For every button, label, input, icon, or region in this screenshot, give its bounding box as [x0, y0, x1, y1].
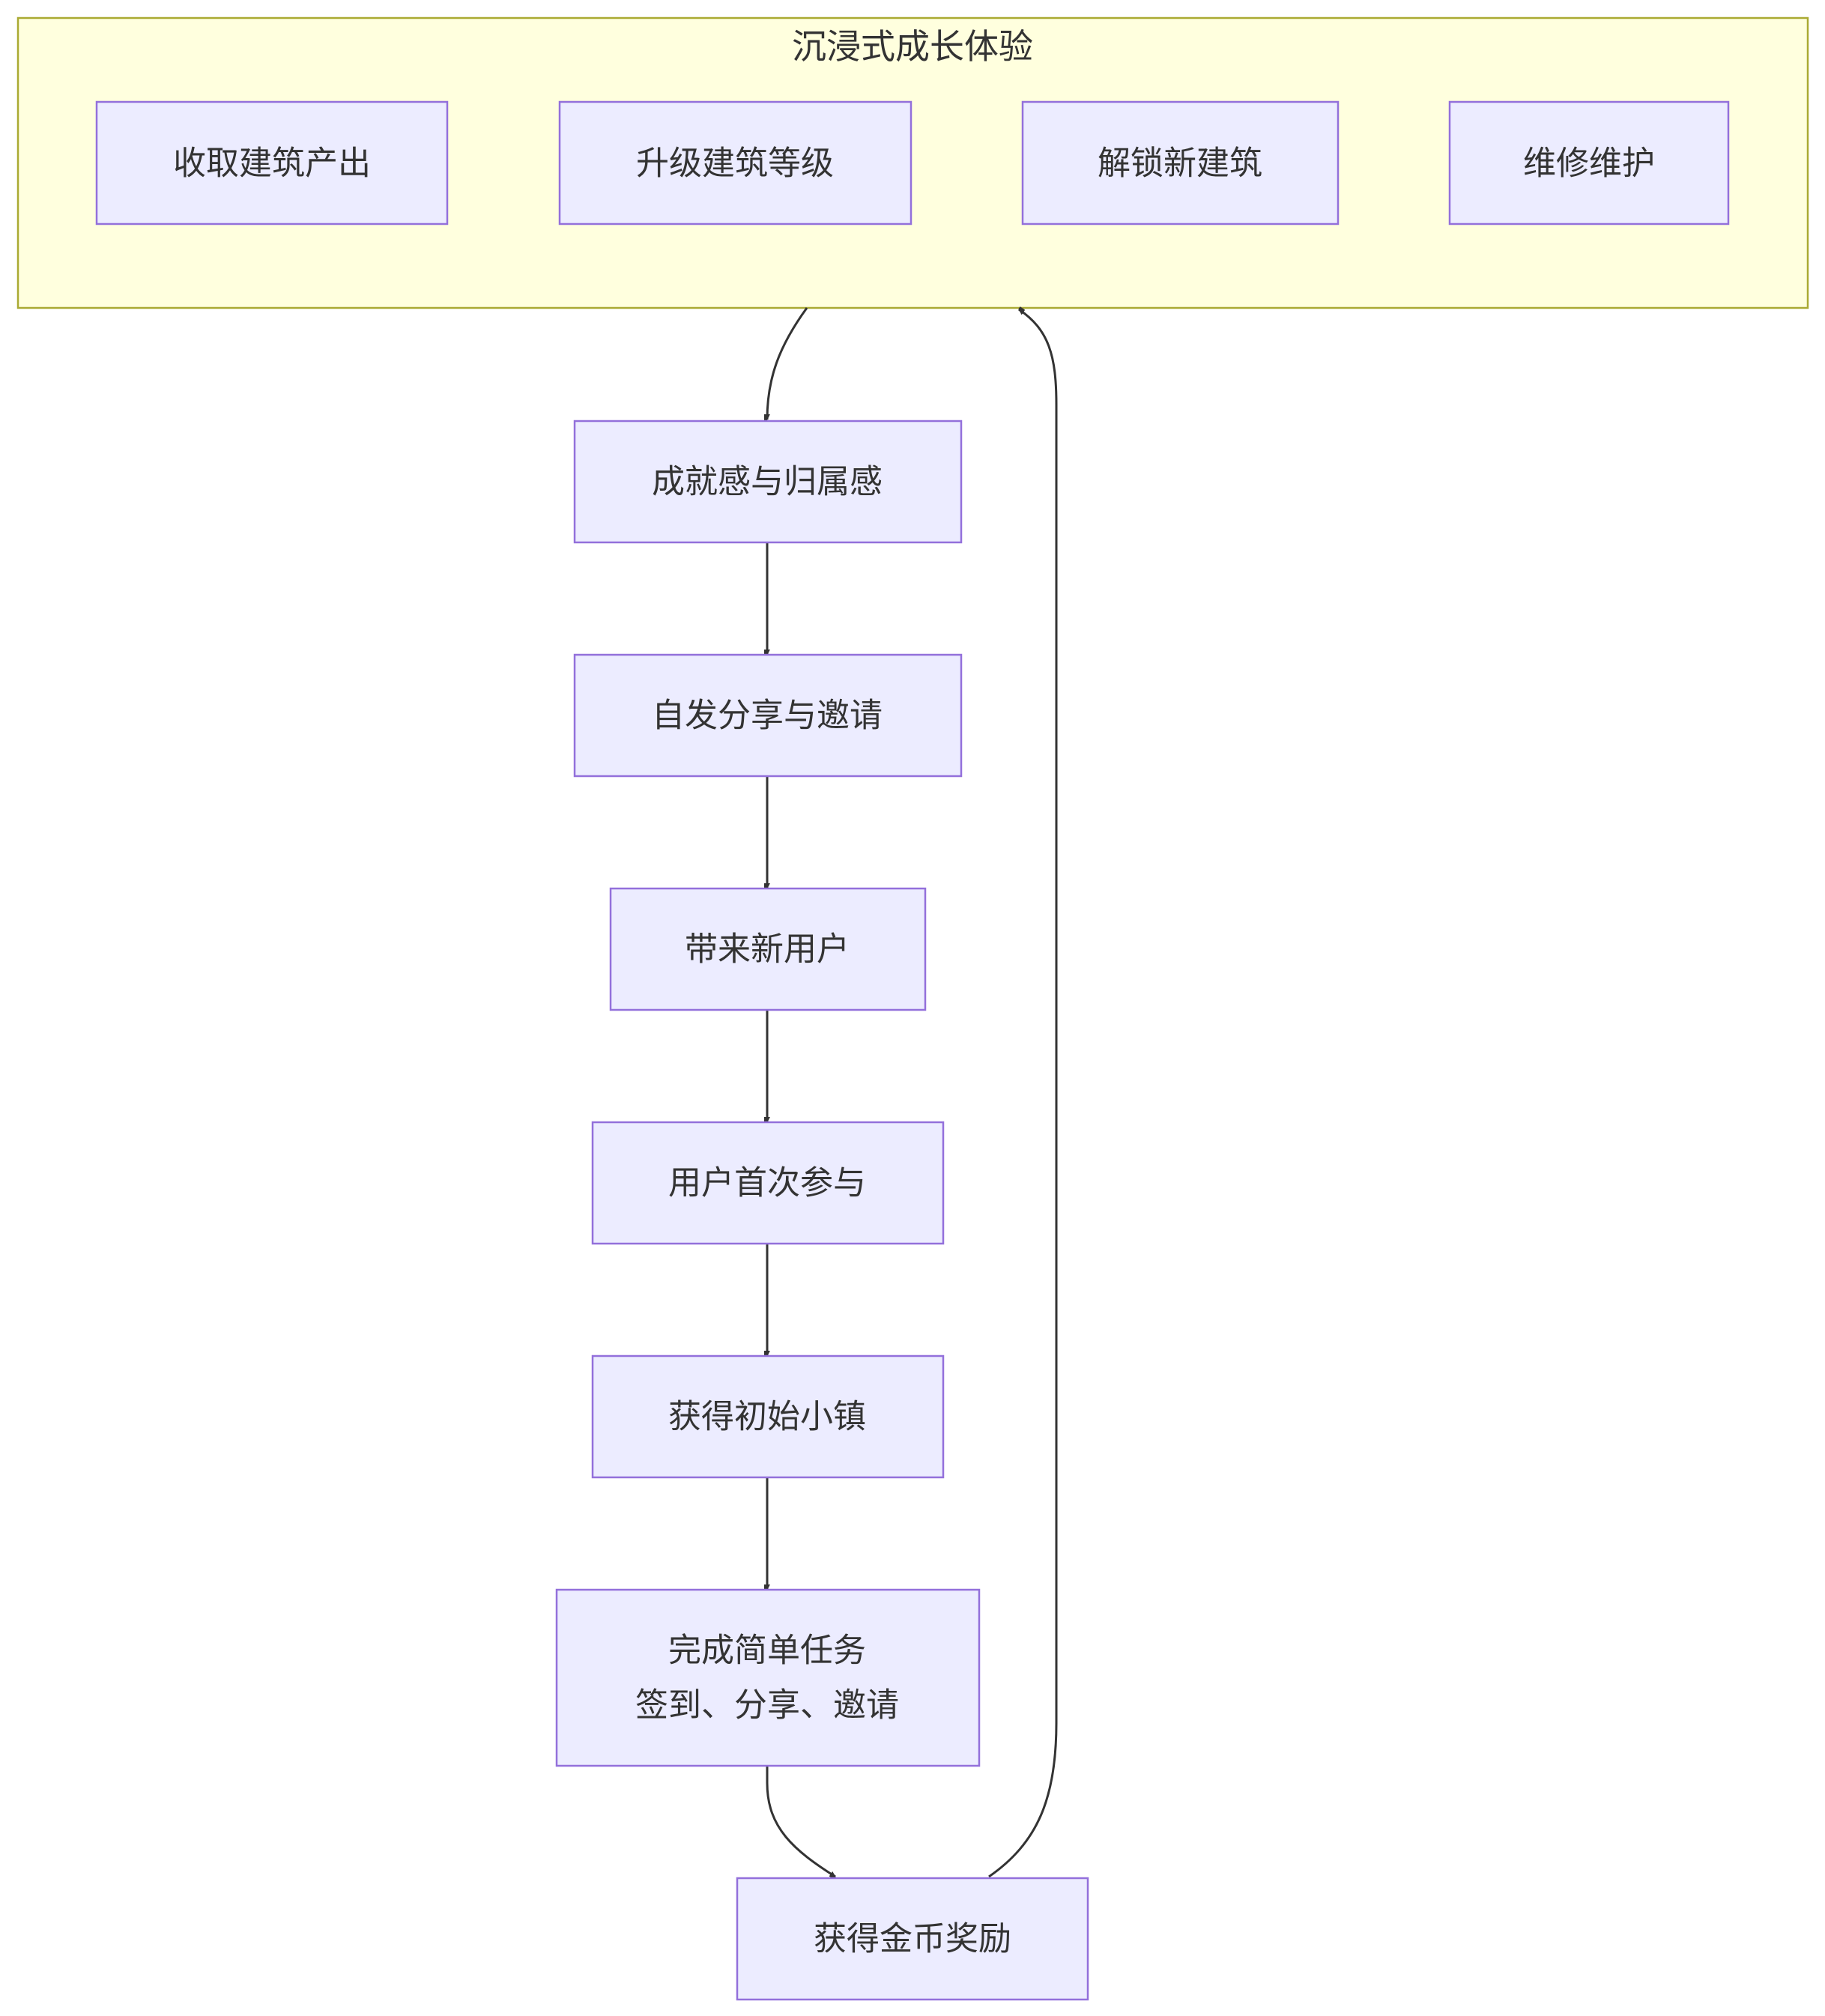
node-label: 获得初始小镇 [668, 1398, 866, 1436]
node-repair-maintain[interactable]: 维修维护 [1448, 100, 1730, 225]
node-label: 用户首次参与 [668, 1164, 866, 1202]
edge-tasks-to-coins [766, 1766, 835, 1877]
node-label: 维修维护 [1523, 145, 1655, 183]
node-box [736, 1877, 1089, 2001]
node-upgrade-building[interactable]: 升级建筑等级 [558, 100, 912, 225]
node-box [1448, 100, 1730, 225]
node-initial-town[interactable]: 获得初始小镇 [591, 1354, 945, 1479]
edge-cluster-to-achievement [767, 307, 808, 420]
node-box [1021, 100, 1340, 225]
cluster-immersive-growth: 沉浸式成长体验 收取建筑产出 升级建筑等级 解锁新建筑 维修维护 [16, 16, 1809, 309]
node-collect-output[interactable]: 收取建筑产出 [95, 100, 449, 225]
node-unlock-building[interactable]: 解锁新建筑 [1021, 100, 1340, 225]
cluster-title: 沉浸式成长体验 [792, 26, 1033, 67]
node-box [558, 100, 912, 225]
node-label: 自发分享与邀请 [652, 697, 883, 735]
node-label-line-1: 完成简单任务 [668, 1632, 866, 1670]
node-label: 解锁新建筑 [1098, 145, 1262, 183]
node-label: 获得金币奖励 [814, 1920, 1011, 1958]
node-simple-tasks[interactable]: 完成简单任务 签到、分享、邀请 [555, 1588, 981, 1767]
node-box [555, 1588, 981, 1767]
node-label: 成就感与归属感 [652, 463, 883, 501]
node-achievement[interactable]: 成就感与归属感 [573, 420, 963, 544]
edges [766, 307, 1058, 1878]
node-box [591, 1121, 945, 1245]
node-box [591, 1354, 945, 1479]
node-label: 收取建筑产出 [173, 145, 371, 183]
node-new-users[interactable]: 带来新用户 [609, 887, 927, 1011]
node-share-invite[interactable]: 自发分享与邀请 [573, 653, 963, 778]
node-box [573, 420, 963, 544]
node-label-line-2: 签到、分享、邀请 [635, 1686, 899, 1725]
node-box [609, 887, 927, 1011]
node-label: 升级建筑等级 [636, 145, 834, 183]
node-box [95, 100, 449, 225]
node-coin-reward[interactable]: 获得金币奖励 [736, 1877, 1089, 2001]
edge-coins-to-cluster [988, 309, 1058, 1878]
node-first-join[interactable]: 用户首次参与 [591, 1121, 945, 1245]
node-label: 带来新用户 [685, 930, 850, 969]
node-box [573, 653, 963, 778]
